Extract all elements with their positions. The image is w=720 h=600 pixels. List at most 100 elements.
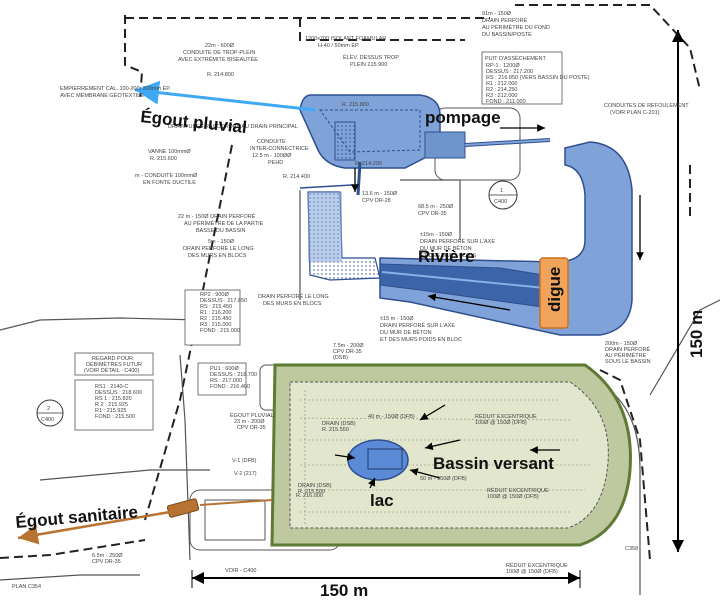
- annotation: 40 m - 150Ø (DFB): [368, 414, 415, 420]
- dimension-lines: [191, 30, 684, 588]
- annotation: VOIR - C400: [225, 568, 256, 574]
- annotation: 91m - 150Ø: [482, 11, 512, 17]
- annotation: DU MUR DE BÉTON: [380, 329, 432, 336]
- annotation: 23 m - 200Ø: [234, 419, 265, 425]
- annotation: 22 m - 150Ø DRAIN PERFORÉ: [178, 213, 256, 220]
- dike-label: digue: [545, 267, 564, 312]
- annotation: H-40 / 50mm ÉP.: [318, 42, 360, 49]
- annotation: CPV DR-35: [418, 211, 447, 217]
- annotation: DRAIN (DSB): [298, 483, 332, 489]
- annotation: ÉGOUT PLUVIAL: [230, 412, 274, 419]
- annotation: R. 215.800: [342, 102, 369, 108]
- annotation: R3 : 215.000: [200, 322, 232, 328]
- annotation: BASSE DU BASSIN: [196, 228, 246, 234]
- basin-pit: [334, 121, 356, 161]
- annotation: CPV DR-35: [92, 559, 121, 565]
- annotation: REGARD POUR: [92, 356, 133, 362]
- annotation: ±15m - 150Ø: [420, 232, 453, 238]
- annotation: FOND : 216.400: [210, 384, 250, 390]
- river-channel: [379, 141, 633, 336]
- annotation: RS : 215.450: [200, 304, 232, 310]
- storm-sewer-arrow: [134, 80, 316, 112]
- annotation: RS1 : 2140-C: [95, 384, 128, 390]
- annotation: 100Ø @ 150Ø (DFB): [506, 569, 558, 575]
- lake-label: lac: [370, 491, 394, 510]
- annotation: RS : 217.000: [210, 378, 242, 384]
- annotation: R 2 : 215.925: [95, 402, 128, 408]
- annotation: DU MUR DE BÉTON: [420, 245, 472, 252]
- annotation: RP2 : 900Ø: [200, 292, 229, 298]
- annotation: DU BASSIN/POSTE: [482, 32, 532, 38]
- annotation: DRAIN PERFORÉ SUR L'AXE: [420, 238, 495, 245]
- dike: digue: [539, 257, 569, 329]
- annotation: RÉDUIT EXCENTRIQUE: [487, 487, 549, 494]
- annotation: 12.5 m - 100ØØ: [252, 153, 292, 159]
- annotation: FOND : 215.500: [95, 414, 135, 420]
- annotation: DES MURS EN BLOCS: [263, 301, 322, 307]
- sanitary-manhole: [166, 498, 200, 518]
- annotation: 6.5m - 250Ø: [92, 553, 123, 559]
- callout-1-sheet: C400: [494, 199, 507, 205]
- detail-callouts: 1 C400 2 C400: [36, 180, 518, 427]
- annotation: SOUS LE BASSIN: [605, 359, 651, 365]
- annotation: ET DES MURS POIDS EN BLOC: [380, 337, 462, 343]
- annotation: CONDUITE: [257, 139, 286, 145]
- annotation: PUIT D'ASSÈCHEMENT: [485, 55, 546, 62]
- annotation: CONDUITE DE TROP-PLEIN: [183, 50, 255, 56]
- pumping-label: pompage: [425, 108, 501, 127]
- catchment-label: Bassin versant: [433, 454, 554, 473]
- annotation: R. 216.000: [296, 493, 323, 499]
- height-dimension-label: 150 m: [687, 310, 706, 358]
- callout-2-number: 2: [47, 406, 50, 412]
- pump-station: [424, 131, 466, 159]
- annotation: AU PÉRIMÈTRE DU FOND: [482, 24, 550, 31]
- annotation: PLAN C354: [12, 584, 41, 590]
- storm-sewer-label: Égout pluvial: [140, 107, 248, 137]
- annotation: AVEC EXTRÉMITÉ BISEAUTÉE: [178, 56, 258, 63]
- annotation: 7.5m - 200Ø: [333, 343, 364, 349]
- callout-1-number: 1: [500, 188, 503, 194]
- annotation: m - CONDUITE 100mmØ: [135, 173, 198, 179]
- annotation: CPV DR-35: [237, 425, 266, 431]
- annotation: RS 1 : 215.820: [95, 396, 132, 402]
- annotation: FOND : 215.000: [200, 328, 240, 334]
- annotation: V-2 (217): [234, 471, 257, 477]
- lake-shape: [347, 439, 409, 481]
- annotation: 1200x700 ISOLANT FOAMULAR: [305, 36, 386, 42]
- annotation: DES MURS EN BLOCS: [188, 253, 247, 259]
- annotation: DRAIN PERFORÉ SUR L'AXE: [380, 322, 455, 329]
- annotation: PU1 : 600Ø: [210, 366, 239, 372]
- annotation: PLEIN 215.900: [350, 62, 387, 68]
- annotation: DRAINTUBES RACCORDÉS AU DRAIN PRINCIPAL: [168, 123, 298, 130]
- annotation: R. 215.600: [150, 156, 177, 162]
- annotation: INTER-CONNECTRICE: [250, 146, 309, 152]
- sanitary-sewer: [17, 498, 273, 545]
- catchment-basin: [270, 363, 632, 547]
- annotation: C358: [625, 546, 638, 552]
- annotation: R. 215.550: [322, 427, 349, 433]
- annotation: CPV DR-28: [362, 198, 391, 204]
- annotation: 200m - 150Ø: [605, 341, 638, 347]
- annotation: R. 214.800: [207, 72, 234, 78]
- annotation: VANNE 100mmØ: [148, 149, 191, 155]
- annotation: RP-1 : 1200Ø: [486, 63, 520, 69]
- annotation: ±15 m - 150Ø: [380, 316, 414, 322]
- annotation: R. 214.200: [355, 161, 382, 167]
- annotation: 100Ø @ 150Ø (DFB): [475, 420, 527, 426]
- annotation: 50 m - 150Ø (DFB): [420, 476, 467, 482]
- annotation: 68.5 m - 250Ø: [418, 204, 454, 210]
- sanitary-arrow: [17, 510, 171, 545]
- annotation: R1 : 216.200: [200, 310, 232, 316]
- annotation: ÉLEV. DESSUS TROP: [343, 54, 399, 61]
- annotation: (DSB): [333, 355, 348, 361]
- annotation: DRAIN PERFORÉ: [482, 17, 528, 24]
- annotation-texts: 22m - 600Ø CONDUITE DE TROP-PLEIN AVEC E…: [12, 11, 689, 590]
- annotation: 100Ø @ 150Ø (DFB): [487, 494, 539, 500]
- annotation: EN FONTE DUCTILE: [143, 180, 196, 186]
- annotation: 13.6 m - 150Ø: [362, 191, 398, 197]
- annotation: (VOIR DÉTAIL - C400): [84, 367, 139, 374]
- annotation: DRAIN PERFORÉ: [605, 346, 651, 353]
- retention-basin: [299, 94, 551, 281]
